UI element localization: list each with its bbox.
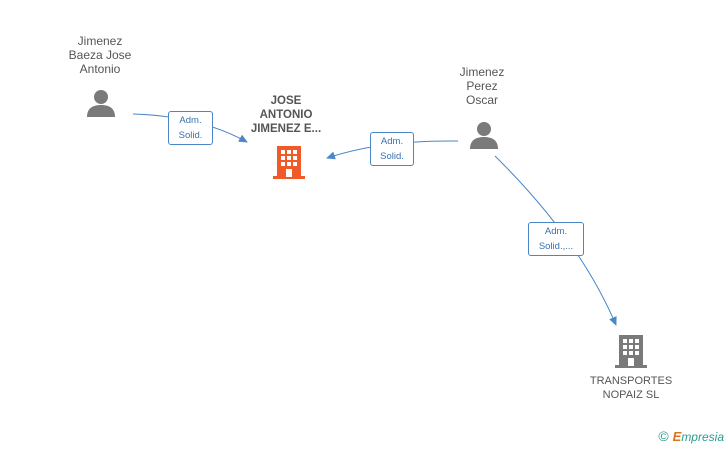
brand-rest: mpresia bbox=[681, 429, 724, 444]
company-main-name: JOSE ANTONIO JIMENEZ E... bbox=[250, 95, 322, 135]
brand-initial: E bbox=[672, 428, 682, 444]
edge-label-person2-company-2[interactable]: Adm. Solid.,... bbox=[528, 222, 584, 256]
person-icon[interactable] bbox=[86, 88, 116, 118]
empresia-watermark: © Empresia bbox=[658, 428, 724, 444]
person-1-name: Jimenez Baeza Jose Antonio bbox=[68, 34, 132, 76]
edge-label-person2-company-main[interactable]: Adm. Solid. bbox=[370, 132, 414, 166]
building-icon[interactable] bbox=[615, 333, 647, 369]
person-2-name: Jimenez Perez Oscar bbox=[459, 65, 505, 107]
person-icon[interactable] bbox=[469, 120, 499, 150]
copyright-symbol: © bbox=[658, 428, 669, 444]
building-icon[interactable] bbox=[273, 144, 305, 180]
edge-label-person1-company-main[interactable]: Adm. Solid. bbox=[168, 111, 213, 145]
company-2-name: TRANSPORTES NOPAIZ SL bbox=[589, 375, 673, 401]
